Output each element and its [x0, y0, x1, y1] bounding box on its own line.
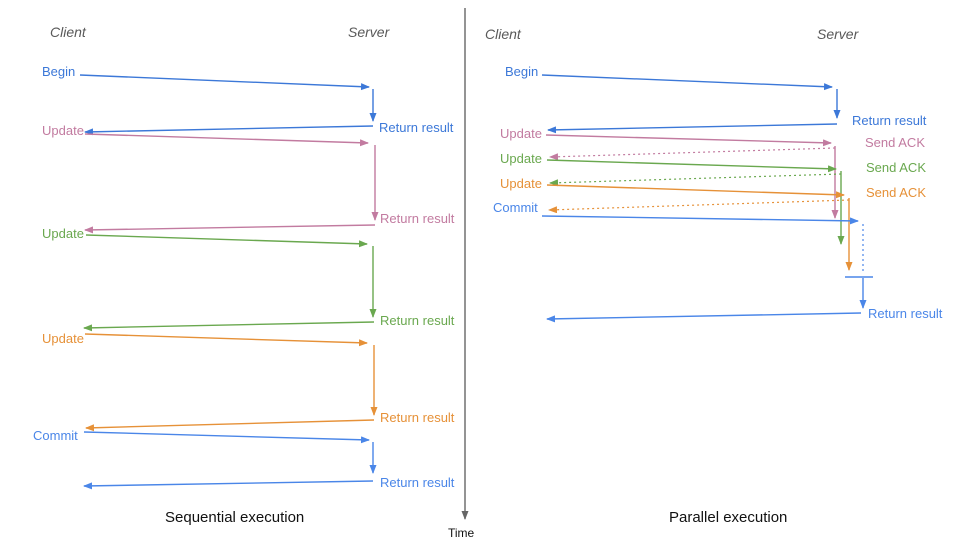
right-commit-response-label: Return result: [868, 306, 943, 321]
left-update2-response-label: Return result: [380, 313, 455, 328]
right-update2-ack-label: Send ACK: [866, 160, 926, 175]
right-client-header: Client: [485, 26, 521, 42]
right-update2-exchange: [546, 159, 845, 245]
response-arrow: [84, 125, 374, 136]
response-arrow: [83, 321, 375, 332]
right-begin-exchange: [541, 74, 841, 134]
ack-arrow-dotted: [549, 173, 842, 187]
right-update2-label: Update: [500, 151, 542, 166]
right-begin-label: Begin: [505, 64, 539, 79]
request-arrow: [546, 159, 837, 173]
left-commit-response-label: Return result: [380, 475, 455, 490]
left-client-header: Client: [50, 24, 86, 40]
ack-arrow-dotted: [548, 199, 850, 214]
left-commit-label: Commit: [33, 428, 78, 443]
left-commit-exchange: [83, 431, 377, 490]
left-begin-exchange: [79, 74, 377, 136]
right-commit-exchange: [541, 215, 873, 323]
right-begin-response-label: Return result: [852, 113, 927, 128]
left-update3-label: Update: [42, 331, 84, 346]
response-arrow: [83, 480, 374, 490]
left-update1-response-label: Return result: [380, 211, 455, 226]
right-update1-label: Update: [500, 126, 542, 141]
response-arrow: [547, 123, 838, 134]
request-arrow: [545, 134, 832, 147]
right-update3-label: Update: [500, 176, 542, 191]
left-server-header: Server: [348, 24, 390, 40]
right-server-header: Server: [817, 26, 859, 42]
right-update1-exchange: [545, 134, 839, 219]
left-update3-response-label: Return result: [380, 410, 455, 425]
left-begin-response-label: Return result: [379, 120, 454, 135]
right-update3-ack-label: Send ACK: [866, 185, 926, 200]
left-begin-label: Begin: [42, 64, 76, 79]
right-panel-title: Parallel execution: [669, 509, 788, 526]
request-arrow: [83, 431, 370, 444]
left-update3-exchange: [84, 333, 378, 432]
request-arrow: [85, 234, 368, 248]
time-axis-label: Time: [448, 526, 475, 540]
left-update2-label: Update: [42, 226, 84, 241]
request-arrow: [84, 133, 369, 147]
right-update3-exchange: [546, 184, 853, 271]
request-arrow: [541, 74, 833, 91]
request-arrow: [79, 74, 370, 91]
left-update1-exchange: [84, 133, 379, 234]
ack-arrow-dotted: [549, 147, 836, 161]
response-arrow: [546, 312, 862, 323]
left-update2-exchange: [83, 234, 377, 332]
left-panel-title: Sequential execution: [165, 509, 305, 526]
right-update1-ack-label: Send ACK: [865, 135, 925, 150]
left-update1-label: Update: [42, 123, 84, 138]
request-arrow: [84, 333, 368, 347]
request-arrow: [546, 184, 845, 199]
request-arrow: [541, 215, 859, 225]
right-commit-label: Commit: [493, 200, 538, 215]
response-arrow: [84, 224, 376, 234]
response-arrow: [85, 419, 375, 432]
